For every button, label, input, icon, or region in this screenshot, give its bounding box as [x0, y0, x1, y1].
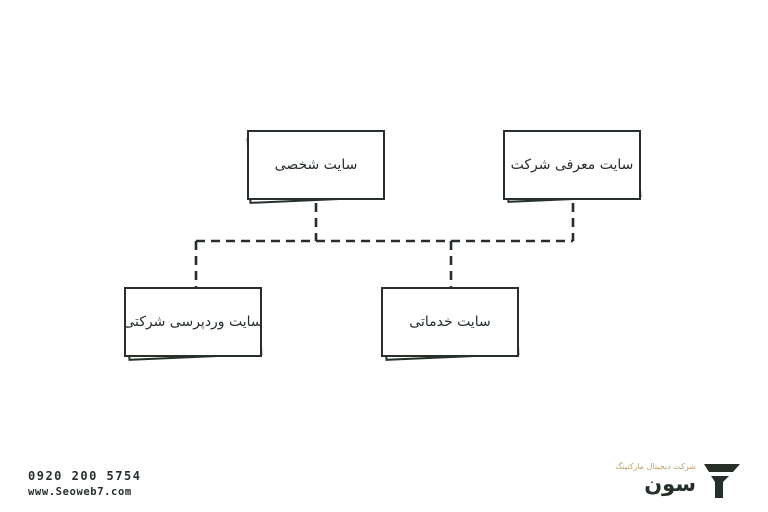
node-personal-site: سایت شخصی: [246, 130, 385, 204]
seven-logo-icon: [704, 464, 740, 498]
website-link[interactable]: www.Seoweb7.com: [28, 486, 132, 498]
node-services-site: سایت خدماتی: [381, 287, 520, 361]
node-label: سایت شخصی: [274, 157, 358, 173]
node-card: سایت شخصی: [247, 130, 385, 200]
node-label: سایت معرفی شرکت: [510, 157, 634, 173]
node-card: سایت معرفی شرکت: [503, 130, 641, 200]
node-card: سایت وردپرسی شرکتی: [123, 287, 263, 357]
node-label: سایت وردپرسی شرکتی: [123, 314, 263, 330]
node-card: سایت خدماتی: [381, 287, 519, 357]
brand-logo: شرکت دیجیتال مارکتینگ سون: [615, 462, 748, 502]
phone-number: 0920 200 5754: [28, 469, 142, 483]
node-label: سایت خدماتی: [409, 314, 491, 330]
brand-name: سون: [644, 472, 696, 496]
node-wordpress-corporate-site: سایت وردپرسی شرکتی: [123, 287, 263, 361]
node-corporate-intro-site: سایت معرفی شرکت: [503, 130, 642, 203]
brand-tagline: شرکت دیجیتال مارکتینگ: [615, 462, 696, 471]
